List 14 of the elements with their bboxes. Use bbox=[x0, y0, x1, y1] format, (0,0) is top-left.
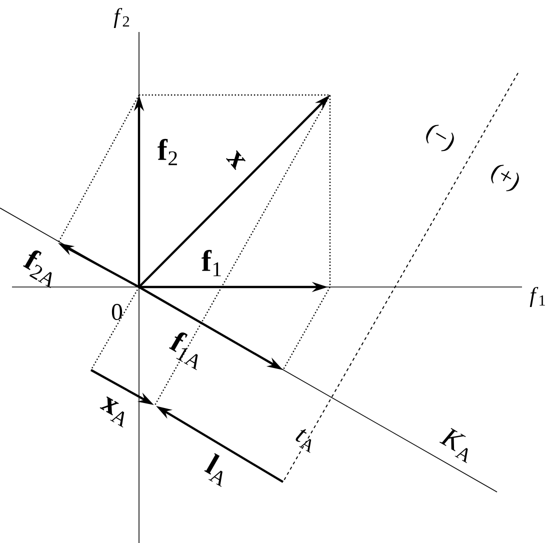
vector-label: f$_{2}$ bbox=[158, 138, 177, 166]
vector-label: x bbox=[226, 150, 246, 170]
vector-label: f$_{1}$ bbox=[202, 250, 221, 276]
vector-label: l$_{A}$ bbox=[204, 453, 222, 487]
origin-label: 0 bbox=[112, 304, 122, 320]
sign-label: (+) bbox=[491, 164, 519, 192]
vector-label: f$_{1A}$ bbox=[169, 332, 198, 370]
axis-label: f$_{1}$ bbox=[530, 286, 545, 308]
vector-label: f$_{2A}$ bbox=[23, 250, 52, 288]
axis-label: f$_{2}$ bbox=[114, 8, 130, 28]
line-label: t$_{A}$ bbox=[296, 429, 312, 453]
line-label: K$_{A}$ bbox=[439, 428, 468, 464]
vector-label: x$_{A}$ bbox=[100, 396, 124, 428]
sign-label: (−) bbox=[426, 124, 454, 152]
